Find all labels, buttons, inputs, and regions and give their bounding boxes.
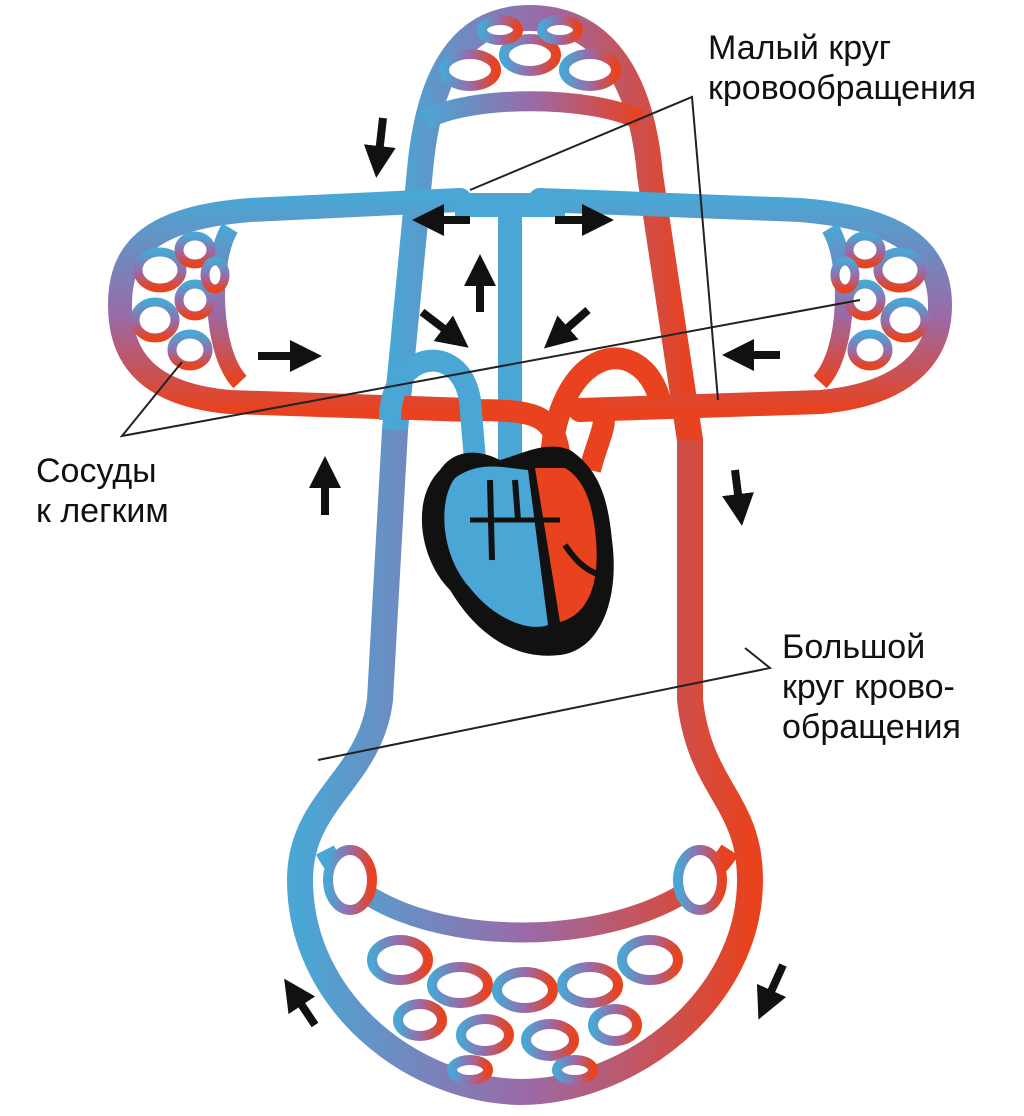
arrow-icon	[378, 118, 383, 162]
label-pulmonary-line1: Малый круг	[708, 28, 976, 68]
arrow-icon	[765, 965, 783, 1005]
heart-icon	[422, 447, 614, 656]
label-lungs-line2: к легким	[36, 491, 169, 531]
arrow-icon	[556, 310, 588, 338]
label-systemic-circulation: Большой круг крово- обращения	[782, 627, 961, 747]
label-pulmonary-line2: кровообращения	[708, 68, 976, 108]
label-systemic-line3: обращения	[782, 707, 961, 747]
pulmonary-circuit	[120, 200, 940, 470]
label-lungs-line1: Сосуды	[36, 451, 169, 491]
arrow-icon	[422, 312, 456, 338]
label-pulmonary-circulation: Малый круг кровообращения	[708, 28, 976, 108]
label-systemic-line1: Большой	[782, 627, 961, 667]
label-systemic-line2: круг крово-	[782, 667, 961, 707]
right-lung-capillaries	[835, 236, 925, 366]
left-lung-capillaries	[135, 236, 225, 366]
arrow-icon	[735, 470, 740, 510]
label-vessels-to-lungs: Сосуды к легким	[36, 451, 169, 531]
arrow-icon	[293, 992, 315, 1025]
